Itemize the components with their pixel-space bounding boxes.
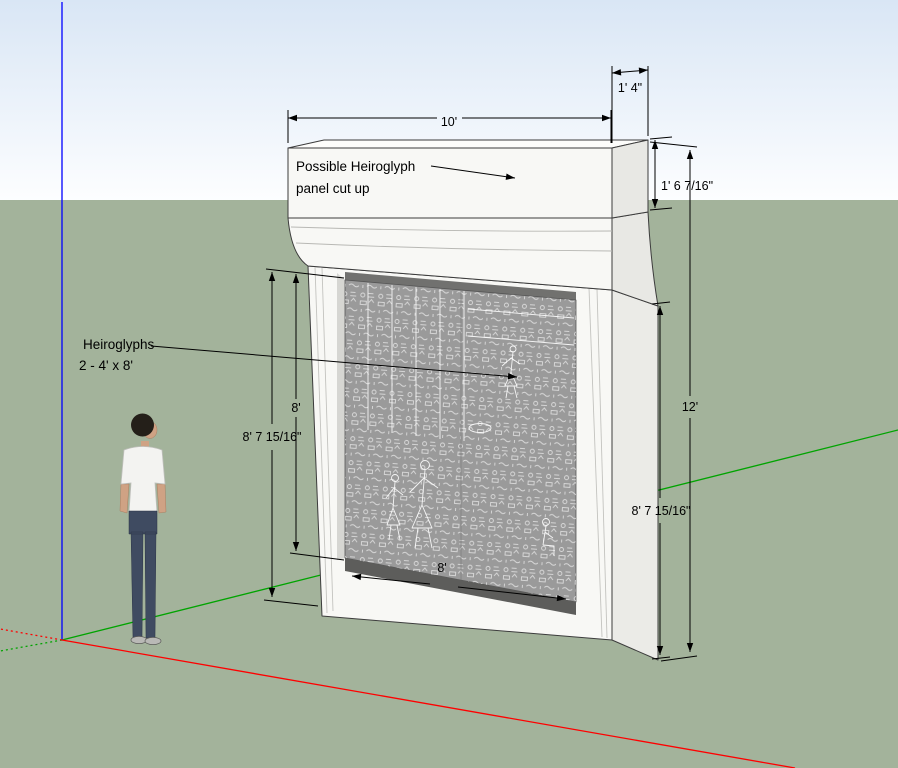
dimension-lines — [611, 66, 649, 143]
dimension-lines — [649, 141, 698, 662]
cap-side-face — [611, 139, 649, 219]
hieroglyph-art — [345, 280, 576, 602]
wall-side-face — [611, 289, 659, 661]
dimension-label-panel-width: 8' — [437, 561, 446, 575]
dimension-lines — [649, 136, 673, 211]
dimension-lines — [263, 268, 345, 607]
cap-front-face — [287, 147, 613, 219]
cornice-side-face — [611, 211, 659, 307]
panel-shadow-band — [345, 558, 576, 615]
cornice-profile-lines — [290, 226, 613, 252]
person-shoe-right — [144, 637, 162, 645]
person-hair — [131, 413, 154, 437]
leader-line — [150, 345, 518, 380]
monument[interactable] — [287, 139, 659, 661]
dimension-label-panel-height: 8' — [291, 401, 300, 415]
dimension-panel-width[interactable]: 8' — [351, 561, 567, 602]
leader-line — [430, 165, 516, 180]
person-arm-left — [119, 483, 130, 514]
dimension-label-cap-depth: 1' 4" — [618, 81, 642, 95]
dimension-cap-width[interactable]: 10' — [287, 110, 612, 143]
dimension-cap-height[interactable]: 1' 6 7/16" — [649, 136, 713, 211]
dimension-total-height[interactable]: 12' — [649, 141, 698, 662]
person-figure[interactable] — [119, 413, 167, 645]
annotation-hieroglyphs-note[interactable]: Heiroglyphs 2 - 4' x 8' — [79, 337, 518, 380]
person-shirt — [120, 446, 166, 514]
axis-green-negative-line — [0, 639, 63, 652]
axis-red-negative-line — [0, 628, 63, 641]
dimension-label-cap-width: 10' — [441, 115, 457, 129]
dimension-label-right-height: 8' 7 15/16" — [632, 504, 691, 518]
dimension-right-height[interactable]: 8' 7 15/16" — [632, 301, 691, 660]
dimension-lines — [289, 274, 345, 561]
dimension-lines — [351, 573, 567, 602]
axis-red-line — [61, 639, 796, 768]
panel-reveal-top — [345, 272, 576, 300]
annotation-panel-note-line1: Possible Heiroglyph — [296, 159, 415, 174]
cornice-front-face — [287, 217, 613, 291]
dimension-left-height[interactable]: 8' 7 15/16" — [243, 268, 345, 607]
dimension-cap-depth[interactable]: 1' 4" — [611, 66, 649, 143]
panel-reveal-left — [337, 273, 345, 560]
annotation-hieroglyphs-note-line2: 2 - 4' x 8' — [79, 358, 133, 373]
annotation-hieroglyphs-note-line1: Heiroglyphs — [83, 337, 155, 352]
dimension-label-cap-height: 1' 6 7/16" — [661, 179, 713, 193]
annotation-panel-note-line2: panel cut up — [296, 181, 370, 196]
person-neck — [141, 441, 149, 450]
dimension-lines — [651, 301, 671, 660]
dimension-label-left-height: 8' 7 15/16" — [243, 430, 302, 444]
corner-roll-lines — [314, 266, 608, 639]
cap-top-face — [287, 139, 649, 149]
dimension-panel-height[interactable]: 8' — [289, 274, 345, 561]
dimension-lines — [287, 110, 612, 143]
person-shoe-left — [130, 636, 148, 644]
annotation-panel-note[interactable]: Possible Heiroglyph panel cut up — [296, 159, 516, 196]
dimension-label-total-height: 12' — [682, 400, 698, 414]
